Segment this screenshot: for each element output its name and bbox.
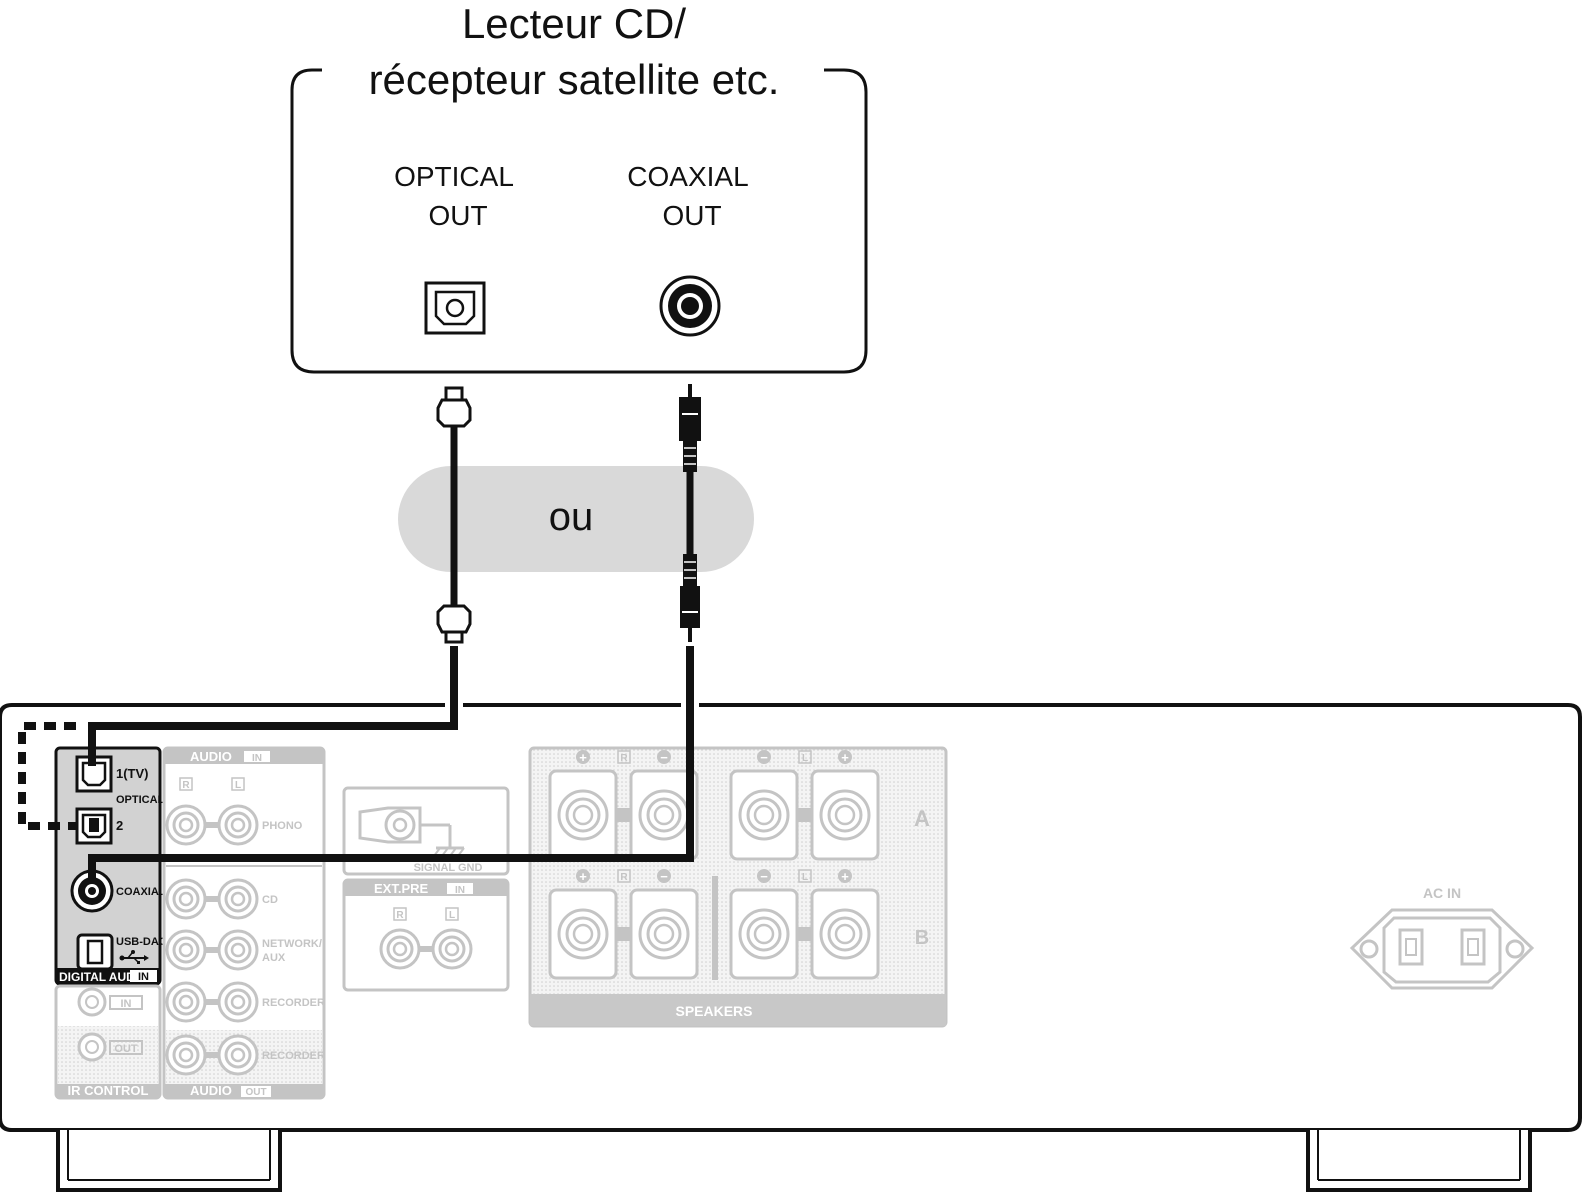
coaxial-out-label-line2: OUT <box>662 200 721 231</box>
audio-in-header: AUDIO <box>190 749 232 764</box>
usb-dac-port <box>76 933 114 971</box>
audio-in-l-label: L <box>235 780 241 791</box>
audio-in-header-tag: IN <box>252 753 262 764</box>
network-aux-jacks <box>165 929 259 971</box>
svg-text:−: − <box>660 750 668 765</box>
speaker-row-a-label: A <box>914 806 930 831</box>
recorder-out-label: RECORDER <box>262 1050 325 1062</box>
speaker-a-l-label: L <box>802 753 808 764</box>
coaxial-route-line <box>88 646 694 884</box>
ext-pre-l-label: L <box>449 910 455 921</box>
audio-out-footer: AUDIO <box>190 1083 232 1098</box>
svg-text:+: + <box>841 869 849 884</box>
speakers-panel: SPEAKERS A + R − − L + + R <box>528 746 948 1028</box>
usb-symbol-icon <box>119 950 149 964</box>
audio-in-panel: AUDIO IN R L PHONO CD <box>162 746 326 1100</box>
optical-1-label: 1(TV) <box>116 766 149 781</box>
ir-in-label: IN <box>121 998 132 1010</box>
speaker-terminals-a <box>548 769 880 861</box>
ac-inlet: AC IN <box>1349 885 1535 990</box>
coaxial-in-label: COAXIAL <box>116 886 166 898</box>
ir-out-label: OUT <box>114 1043 138 1055</box>
optical-out-label-line1: OPTICAL <box>394 161 514 192</box>
optical-out-jack <box>424 281 486 335</box>
network-label-line2: AUX <box>262 952 286 964</box>
speaker-terminals-b <box>548 888 880 980</box>
digital-audio-label: DIGITAL AUDIO <box>59 970 147 984</box>
svg-text:−: − <box>660 869 668 884</box>
phono-jacks <box>165 804 259 846</box>
ext-pre-header: EXT.PRE <box>374 881 429 896</box>
speaker-b-r-label: R <box>620 872 628 883</box>
usb-dac-label: USB-DAC <box>116 936 167 948</box>
svg-text:−: − <box>760 869 768 884</box>
svg-text:+: + <box>841 750 849 765</box>
cd-jacks <box>165 878 259 920</box>
coaxial-in-jack <box>70 869 114 913</box>
svg-text:+: + <box>579 750 587 765</box>
network-label-line1: NETWORK/ <box>262 938 322 950</box>
source-device-title-line1: Lecteur CD/ <box>462 0 686 47</box>
ac-in-label: AC IN <box>1423 885 1461 901</box>
digital-audio-in-tag: IN <box>138 971 149 983</box>
ext-pre-jacks <box>379 928 473 970</box>
optical-plug-bottom <box>436 604 472 644</box>
optical-alt-route-dashed <box>18 722 76 830</box>
source-device-title-line2: récepteur satellite etc. <box>369 56 780 103</box>
audio-in-r-label: R <box>182 780 190 791</box>
phono-label: PHONO <box>262 820 303 832</box>
ext-pre-r-label: R <box>396 910 404 921</box>
ext-pre-in-panel: EXT.PRE IN R L <box>342 878 510 992</box>
optical-2-jack <box>75 807 113 845</box>
speaker-a-r-label: R <box>620 753 628 764</box>
cd-label: CD <box>262 894 278 906</box>
audio-out-footer-tag: OUT <box>245 1087 266 1098</box>
amplifier-foot-left <box>56 1130 282 1192</box>
optical-group-label: OPTICAL <box>116 794 165 806</box>
speaker-b-l-label: L <box>802 872 808 883</box>
recorder-in-label: RECORDER <box>262 997 325 1009</box>
recorder-in-jacks <box>165 981 259 1023</box>
optical-out-label-line2: OUT <box>428 200 487 231</box>
digital-audio-in-panel: 1(TV) OPTICAL 2 COAXIAL USB-DAC <box>54 746 167 986</box>
optical-route-line <box>88 646 458 766</box>
signal-gnd-label: SIGNAL GND <box>414 862 483 874</box>
optical-plug-top <box>436 386 472 428</box>
recorder-out-jacks <box>165 1034 259 1076</box>
ext-pre-header-tag: IN <box>455 885 465 896</box>
amplifier-foot-right <box>1306 1130 1532 1192</box>
svg-text:−: − <box>760 750 768 765</box>
speaker-row-b-label: B <box>915 927 929 949</box>
signal-gnd-terminal: SIGNAL GND <box>342 786 510 876</box>
optical-cable <box>436 386 472 644</box>
ir-control-label: IR CONTROL <box>68 1083 149 1098</box>
or-label: ou <box>549 495 594 539</box>
or-bubble <box>398 466 754 572</box>
ir-control-panel: IN OUT IR CONTROL <box>54 984 162 1100</box>
source-device: Lecteur CD/ récepteur satellite etc. OPT… <box>290 0 868 374</box>
speakers-label: SPEAKERS <box>675 1003 752 1019</box>
coaxial-out-jack <box>659 275 721 337</box>
source-device-box <box>290 68 868 374</box>
amplifier-rear-panel: 1(TV) OPTICAL 2 COAXIAL USB-DAC <box>0 703 1582 1192</box>
coaxial-cable <box>679 384 701 642</box>
coaxial-out-label-line1: COAXIAL <box>627 161 748 192</box>
svg-text:+: + <box>579 869 587 884</box>
optical-2-label: 2 <box>116 818 123 833</box>
